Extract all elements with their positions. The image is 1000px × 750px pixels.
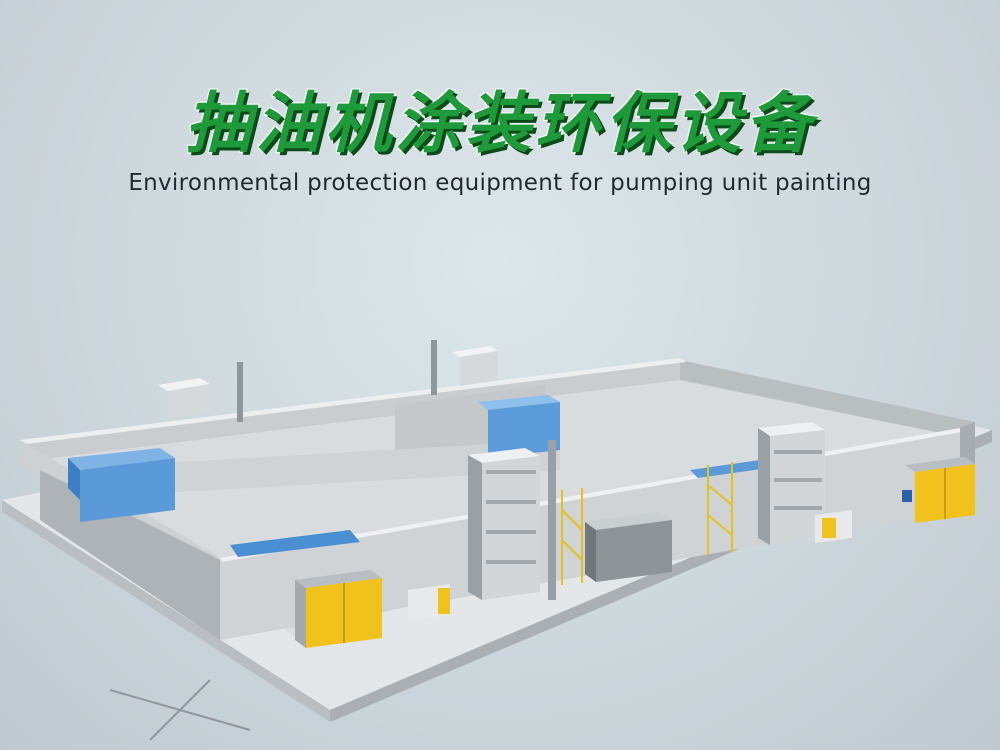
wall-top-back xyxy=(20,358,686,444)
dust-tower-center xyxy=(468,448,540,600)
blue-booth-center xyxy=(488,402,560,458)
page-subtitle: Environmental protection equipment for p… xyxy=(128,170,872,196)
yellow-stair-tower-1 xyxy=(561,488,583,585)
chimney-left xyxy=(237,362,243,422)
yellow-oven-left xyxy=(295,570,382,648)
blue-booth-center-top xyxy=(478,395,560,410)
blue-booth-left-front xyxy=(80,458,175,522)
dust-tower-right xyxy=(758,422,825,545)
blue-booth-left-top xyxy=(68,448,175,470)
direction-arrows-icon xyxy=(109,679,251,741)
rooftop-unit-left xyxy=(158,378,210,419)
yellow-box-right xyxy=(815,510,852,543)
blue-strip-left xyxy=(230,530,360,557)
yellow-oven-right xyxy=(902,457,975,523)
blue-booth-left xyxy=(68,458,80,500)
blue-strip-right xyxy=(690,460,768,478)
chimney-tall xyxy=(548,440,556,600)
back-wall-right xyxy=(680,360,975,440)
back-wall-left xyxy=(20,360,680,462)
yellow-stair-tower-2 xyxy=(707,462,733,555)
rooftop-unit-center xyxy=(452,346,498,386)
ground-slab-front-left xyxy=(2,500,330,722)
page-title: 抽油机涂装环保设备 xyxy=(185,85,815,162)
catalytic-unit xyxy=(585,512,672,582)
yellow-box-center xyxy=(408,584,450,621)
chimney-center xyxy=(431,340,437,395)
